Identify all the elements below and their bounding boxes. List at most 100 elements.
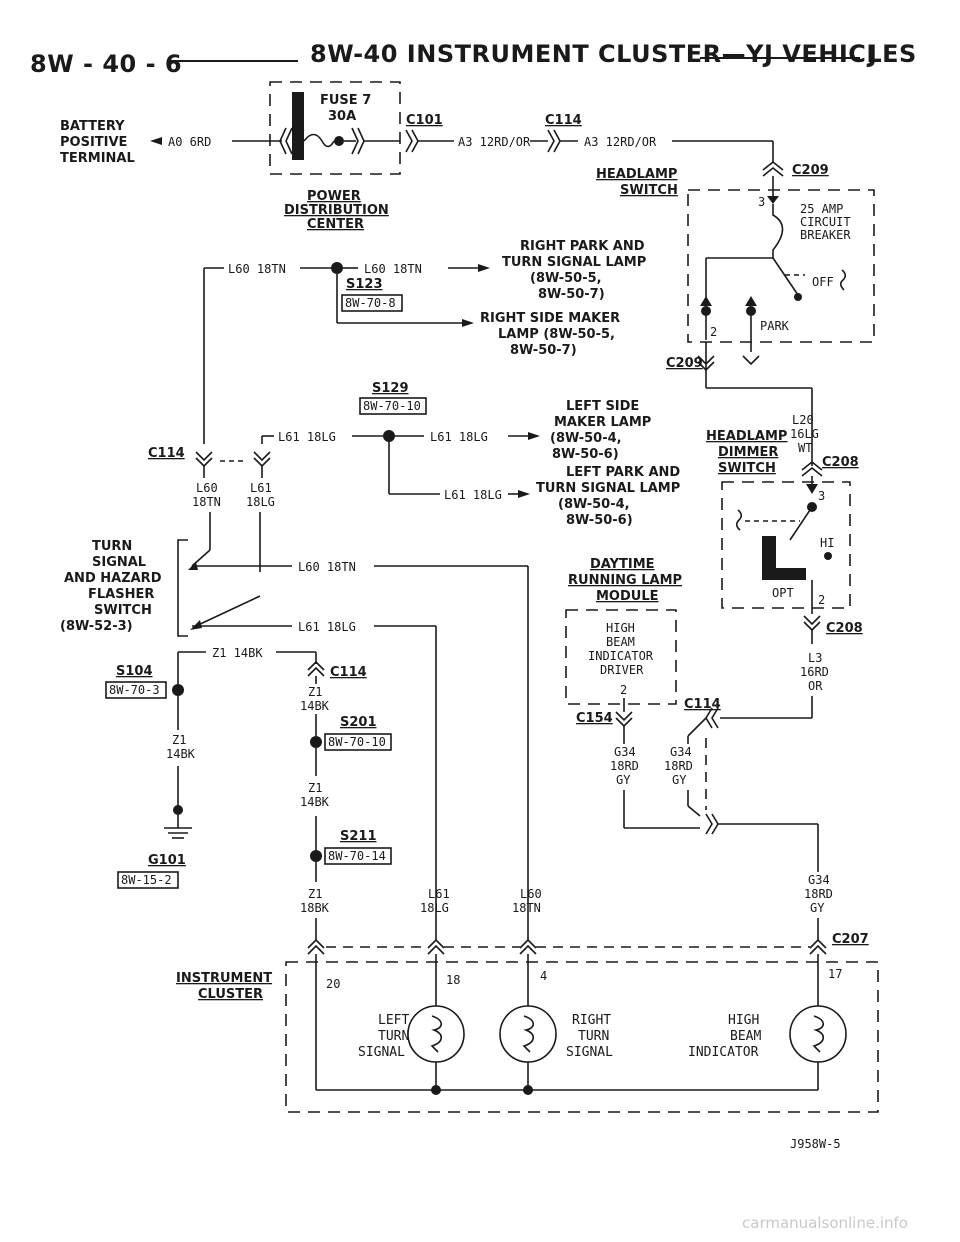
svg-text:HIGH: HIGH (606, 621, 635, 635)
wire-g34-right: G34 18RD GY (664, 745, 693, 787)
svg-text:18TN: 18TN (512, 901, 541, 915)
svg-text:SIGNAL: SIGNAL (92, 555, 146, 570)
svg-text:TURN: TURN (578, 1029, 609, 1044)
connector-c101: C101 (406, 113, 443, 128)
splice-s201-label: S201 (340, 715, 377, 730)
svg-text:POWER: POWER (307, 189, 361, 204)
svg-text:GY: GY (810, 901, 825, 915)
svg-text:RIGHT PARK AND: RIGHT PARK AND (520, 239, 645, 254)
svg-text:SIGNAL: SIGNAL (358, 1045, 405, 1060)
turn-signal-flasher: C114 L60 18TN L61 18LG TURN SIGNAL AND H… (60, 446, 529, 940)
wire-l60-out: L60 18TN (298, 560, 356, 574)
svg-text:TURN SIGNAL LAMP: TURN SIGNAL LAMP (536, 481, 680, 496)
left-turn-indicator: LEFT TURN SIGNAL (358, 1005, 465, 1063)
connector-c208-bottom: C208 (826, 621, 863, 636)
svg-text:TERMINAL: TERMINAL (60, 151, 135, 166)
svg-text:18RD: 18RD (664, 759, 693, 773)
connector-c114-flasher: C114 (148, 446, 185, 461)
dimmer-switch-label: HEADLAMP DIMMER SWITCH (706, 429, 787, 476)
svg-text:18LG: 18LG (420, 901, 449, 915)
left-lamp-circuit: S129 8W-70-10 L61 18LG L61 18LG L61 18LG… (261, 381, 680, 528)
svg-text:Z1: Z1 (308, 685, 322, 699)
svg-text:BREAKER: BREAKER (800, 228, 851, 242)
figure-id: J958W-5 (790, 1137, 841, 1151)
wire-z1-c: Z1 18BK (300, 887, 330, 915)
svg-text:14BK: 14BK (300, 699, 330, 713)
wire-l60-cluster: L60 18TN (512, 887, 542, 915)
svg-text:GY: GY (616, 773, 631, 787)
wire-l61-lower: L61 18LG (444, 488, 502, 502)
svg-text:DAYTIME: DAYTIME (590, 557, 655, 572)
left-park-turn-lamp: LEFT PARK AND TURN SIGNAL LAMP (8W-50-4,… (536, 465, 680, 528)
svg-text:L61: L61 (250, 481, 272, 495)
ground-symbol (164, 827, 192, 839)
svg-text:16LG: 16LG (790, 427, 819, 441)
wire-l61-left: L61 18LG (278, 430, 336, 444)
fuse-splice (334, 136, 344, 146)
svg-text:POSITIVE: POSITIVE (60, 135, 127, 150)
wire-l61-flasher: L61 18LG (246, 481, 275, 509)
connector-c208-top: C208 (822, 455, 859, 470)
svg-text:HIGH: HIGH (728, 1013, 759, 1028)
svg-text:8W-50-6): 8W-50-6) (552, 447, 619, 462)
svg-text:SWITCH: SWITCH (718, 461, 776, 476)
svg-text:CIRCUIT: CIRCUIT (800, 215, 851, 229)
svg-text:GY: GY (672, 773, 687, 787)
svg-text:3: 3 (758, 195, 765, 209)
svg-text:RIGHT: RIGHT (572, 1013, 611, 1028)
svg-text:G34: G34 (808, 873, 830, 887)
svg-text:OFF: OFF (812, 275, 834, 289)
svg-text:L20: L20 (792, 413, 814, 427)
wire-l20: L20 16LG WT (790, 413, 819, 455)
headlamp-switch: C209 HEADLAMP SWITCH 3 25 AMP CIRCUIT BR… (596, 160, 875, 410)
cluster-feeds: L61 18LG L60 18TN G34 18RD GY C207 (307, 862, 869, 955)
wire-l3: L3 16RD OR (800, 651, 829, 693)
right-lamp-circuit: L60 18TN L60 18TN S123 8W-70-8 RIGHT PAR… (203, 239, 646, 444)
svg-text:8W-50-7): 8W-50-7) (538, 287, 605, 302)
svg-text:HEADLAMP: HEADLAMP (596, 167, 677, 182)
svg-text:LEFT PARK AND: LEFT PARK AND (566, 465, 680, 480)
wire-l61-right: L61 18LG (430, 430, 488, 444)
svg-text:L60: L60 (520, 887, 542, 901)
connector-c154: C154 (576, 711, 613, 726)
fuse-7: FUSE 7 (320, 93, 371, 108)
fuse-rating: 30A (328, 109, 356, 124)
wire-a0-6rd: A0 6RD (168, 135, 211, 149)
wire-g34-cluster: G34 18RD GY (804, 873, 833, 915)
svg-text:(8W-50-4,: (8W-50-4, (558, 497, 630, 512)
svg-text:TURN SIGNAL LAMP: TURN SIGNAL LAMP (502, 255, 646, 270)
svg-text:G34: G34 (670, 745, 692, 759)
page-letter: J (866, 40, 877, 68)
svg-text:SWITCH: SWITCH (620, 183, 678, 198)
svg-text:18RD: 18RD (610, 759, 639, 773)
svg-text:RIGHT SIDE MAKER: RIGHT SIDE MAKER (480, 311, 620, 326)
svg-text:18: 18 (446, 973, 460, 987)
right-turn-indicator: RIGHT TURN SIGNAL (499, 1005, 613, 1063)
svg-text:14BK: 14BK (166, 747, 196, 761)
splice-s211-label: S211 (340, 829, 377, 844)
lamp-icon (789, 1005, 847, 1063)
connector-c114-ground: C114 (330, 665, 367, 680)
svg-text:2: 2 (620, 683, 627, 697)
svg-text:(8W-52-3): (8W-52-3) (60, 619, 133, 634)
cluster-label: INSTRUMENT CLUSTER (176, 971, 272, 1002)
splice-s123 (331, 262, 343, 274)
svg-text:LEFT: LEFT (378, 1013, 409, 1028)
splice-s104 (172, 684, 184, 696)
svg-text:(8W-50-5,: (8W-50-5, (530, 271, 602, 286)
wire-g34-left: G34 18RD GY (610, 745, 639, 787)
svg-text:Z1: Z1 (172, 733, 186, 747)
svg-text:INDICATOR: INDICATOR (688, 1045, 759, 1060)
svg-text:DIMMER: DIMMER (718, 445, 778, 460)
svg-text:LAMP (8W-50-5,: LAMP (8W-50-5, (498, 327, 615, 342)
splice-s201 (310, 736, 322, 748)
page-title: 8W-40 INSTRUMENT CLUSTER—YJ VEHICLES (310, 40, 917, 68)
ground-circuit: Z1 14BK S104 8W-70-3 C114 Z1 14BK S201 8… (105, 646, 392, 940)
svg-text:16RD: 16RD (800, 665, 829, 679)
splice-s129-label: S129 (372, 381, 409, 396)
svg-text:L3: L3 (808, 651, 822, 665)
splice-s211-ref: 8W-70-14 (328, 849, 386, 863)
wire-z1-top: Z1 14BK (212, 646, 263, 660)
circuit-breaker-label: 25 AMP CIRCUIT BREAKER (800, 202, 851, 242)
